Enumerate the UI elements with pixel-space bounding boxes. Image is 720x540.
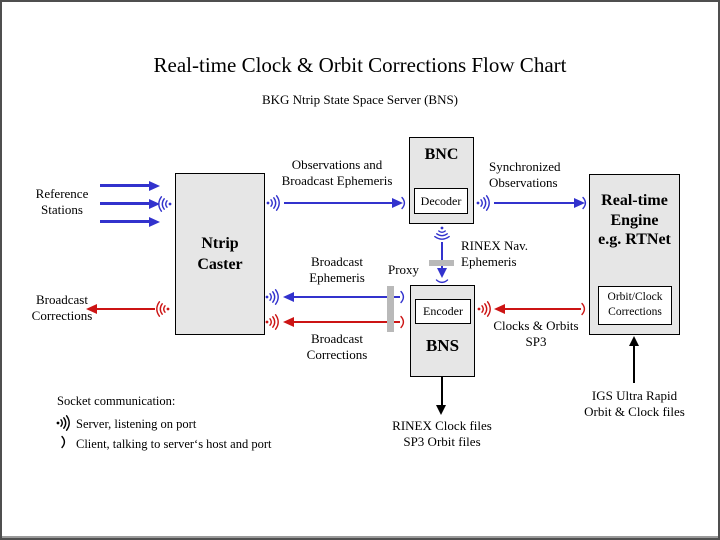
page-title: Real-time Clock & Orbit Corrections Flow… <box>153 53 567 77</box>
node-bns: Encoder BNS <box>410 285 475 377</box>
legend-heading: Socket communication: <box>57 394 176 408</box>
ref-arrowhead-2 <box>149 199 160 209</box>
label-rinex-clock-files: RINEX Clock files SP3 Orbit files <box>392 418 492 449</box>
label-broadcast-corrections-out: Broadcast Corrections <box>31 292 93 323</box>
label-reference-stations: Reference Stations <box>35 186 89 217</box>
rinexnav-arrowhead <box>437 268 447 278</box>
server-socket-icon <box>477 300 493 318</box>
ref-arrowhead-1 <box>149 181 160 191</box>
ref-arrowhead-3 <box>149 217 160 227</box>
syncobs-arrowhead <box>574 198 585 208</box>
obs-arrowhead <box>392 198 403 208</box>
legend-client-text: Client, talking to server‘s host and por… <box>76 437 272 451</box>
label-broadcast-ephemeris: Broadcast Ephemeris <box>309 254 365 285</box>
server-socket-icon <box>56 414 72 432</box>
ref-arrow-line-3 <box>100 220 149 223</box>
subnode-decoder: Decoder <box>414 188 468 214</box>
bns-output-line <box>441 377 443 406</box>
subnode-encoder: Encoder <box>415 299 471 324</box>
label-proxy: Proxy <box>388 262 420 277</box>
bns-output-arrowhead <box>436 405 446 415</box>
beph-arrowhead <box>283 292 294 302</box>
client-socket-icon <box>433 278 451 286</box>
legend-server-text: Server, listening on port <box>76 417 197 431</box>
server-socket-icon <box>265 313 281 331</box>
label-rinex-nav-ephemeris: RINEX Nav. Ephemeris <box>461 238 529 269</box>
label-igs-ultra-rapid: IGS Ultra Rapid Orbit & Clock files <box>584 388 685 419</box>
rinexnav-line <box>441 242 443 269</box>
clocks-arrowhead <box>494 304 505 314</box>
client-socket-icon <box>399 288 407 306</box>
node-rtnet: Real-time Engine e.g. RTNet Orbit/Clock … <box>589 174 680 335</box>
server-socket-icon <box>476 194 492 212</box>
server-socket-icon <box>265 288 281 306</box>
label-observations-broadcast-ephemeris: Observations and Broadcast Ephemeris <box>281 157 393 188</box>
obs-line <box>284 202 392 204</box>
igs-input-line <box>633 345 635 383</box>
proxy-bar-horizontal <box>429 260 454 266</box>
server-socket-icon <box>156 195 172 213</box>
igs-input-arrowhead <box>629 336 639 346</box>
ref-arrow-line-2 <box>100 202 149 205</box>
server-socket-icon <box>433 226 451 242</box>
proxy-bar-vertical <box>387 286 394 332</box>
client-socket-icon <box>400 194 408 212</box>
subnode-orbit-clock-corrections: Orbit/Clock Corrections <box>598 286 672 325</box>
server-socket-icon <box>154 300 170 318</box>
label-broadcast-corrections-mid: Broadcast Corrections <box>306 331 368 362</box>
syncobs-line <box>494 202 574 204</box>
label-clocks-orbits: Clocks & Orbits SP3 <box>493 318 579 349</box>
bc-out-line <box>97 308 155 310</box>
label-synchronized-observations: Synchronized Observations <box>489 159 561 190</box>
ref-arrow-line-1 <box>100 184 149 187</box>
bc-out-arrowhead <box>86 304 97 314</box>
bcorr-line <box>294 321 400 323</box>
client-socket-icon <box>580 300 588 318</box>
client-socket-icon <box>60 433 68 451</box>
server-socket-icon <box>266 194 282 212</box>
node-ntrip-caster: Ntrip Caster <box>175 173 265 335</box>
node-bnc: BNC Decoder <box>409 137 474 224</box>
page-subtitle: BKG Ntrip State Space Server (BNS) <box>261 92 459 107</box>
bcorr-arrowhead <box>283 317 294 327</box>
client-socket-icon <box>399 313 407 331</box>
clocks-line <box>505 308 581 310</box>
client-socket-icon <box>581 194 589 212</box>
beph-line <box>294 296 400 298</box>
